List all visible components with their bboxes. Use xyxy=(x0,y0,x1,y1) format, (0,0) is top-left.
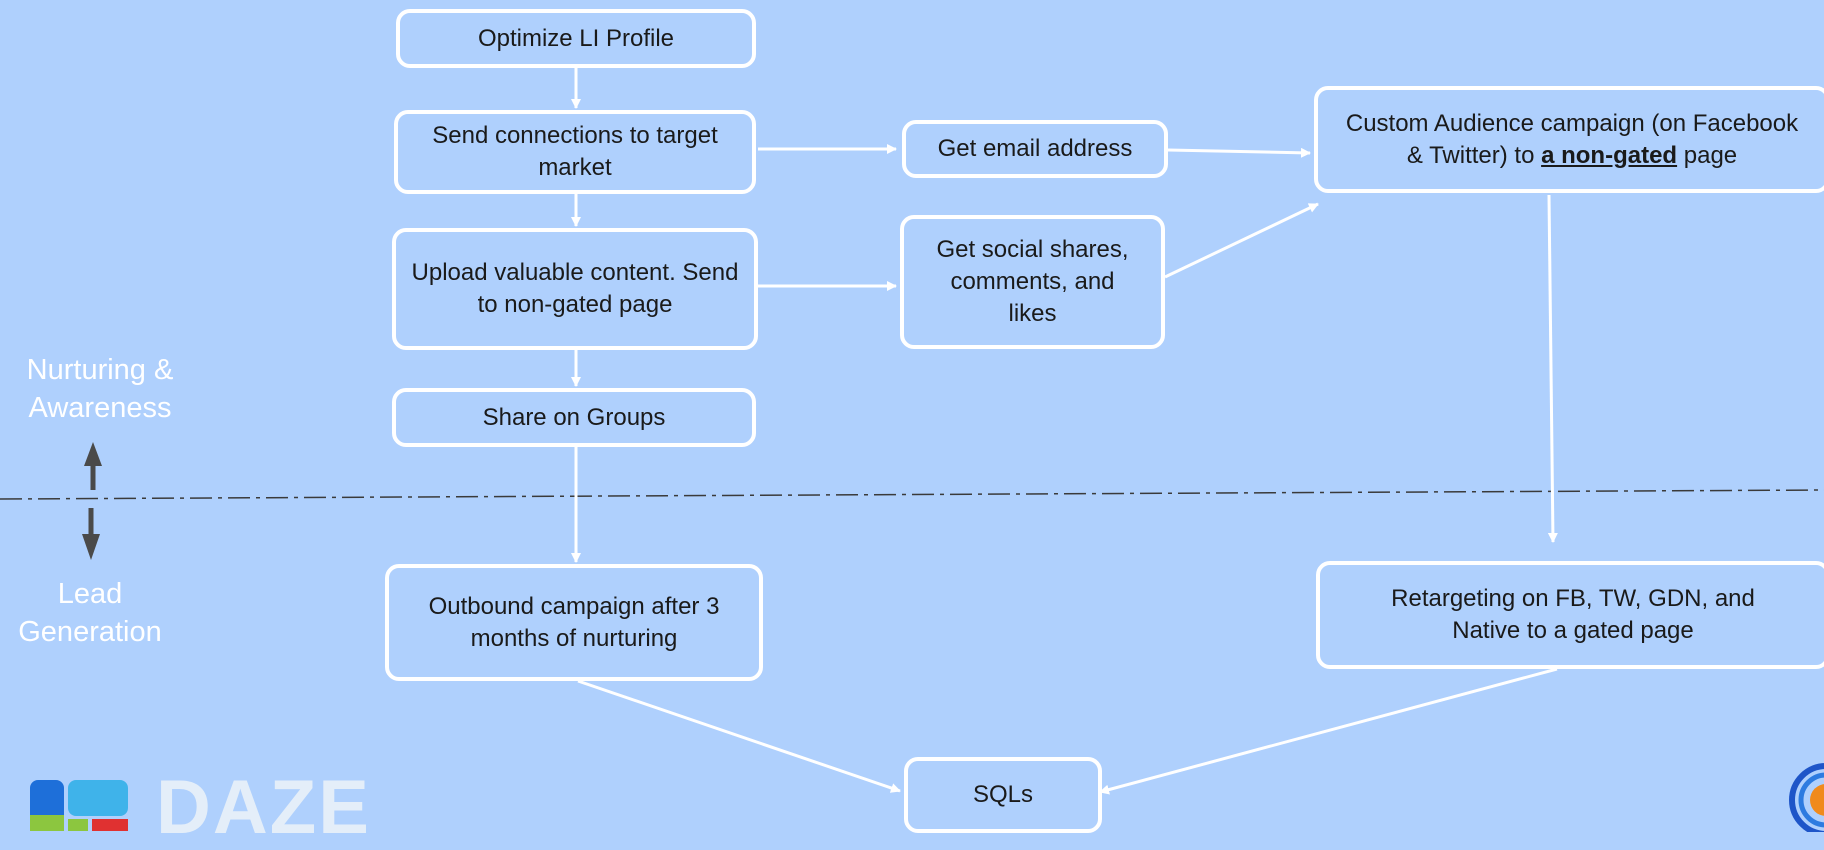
daze-logo-mark xyxy=(30,780,128,831)
nurturing-awareness-label: Nurturing & Awareness xyxy=(26,354,174,424)
outbound-campaign-label: Outbound campaign after 3 months of nurt… xyxy=(428,592,720,652)
retargeting-label: Retargeting on FB, TW, GDN, and Native t… xyxy=(1391,585,1755,644)
social-engagement-label: Get social shares, comments, and likes xyxy=(936,236,1129,327)
daze-logo-text: DAZE xyxy=(156,765,371,850)
send-connections-label: Send connections to target market xyxy=(432,122,718,181)
outbound-campaign-box: Outbound campaign after 3 months of nurt… xyxy=(385,564,763,681)
upload-content-box: Upload valuable content. Send to non-gat… xyxy=(392,228,758,350)
corner-logo-icon xyxy=(1789,763,1824,832)
get-email-label: Get email address xyxy=(937,135,1133,163)
optimize-profile-label: Optimize LI Profile xyxy=(477,24,675,52)
custom-audience-box: Custom Audience campaign (on Facebook & … xyxy=(1314,86,1824,193)
flow-connectors xyxy=(0,68,1824,795)
sqls-box: SQLs xyxy=(904,757,1102,833)
share-groups-label: Share on Groups xyxy=(482,403,666,431)
section-arrows xyxy=(82,442,102,560)
lead-generation-label: Lead Generation xyxy=(18,578,162,648)
upload-content-label: Upload valuable content. Send to non-gat… xyxy=(411,259,739,318)
retargeting-box: Retargeting on FB, TW, GDN, and Native t… xyxy=(1316,561,1824,669)
custom-audience-label: Custom Audience campaign (on Facebook & … xyxy=(1345,109,1799,169)
flow-arrows xyxy=(571,68,1558,795)
get-email-box: Get email address xyxy=(902,120,1168,178)
send-connections-box: Send connections to target market xyxy=(394,110,756,194)
non-gated-emphasis: a non-gated xyxy=(1541,141,1678,169)
section-divider xyxy=(0,489,1824,500)
sqls-label: SQLs xyxy=(972,781,1034,809)
share-groups-box: Share on Groups xyxy=(392,388,756,447)
social-engagement-box: Get social shares, comments, and likes xyxy=(900,215,1165,349)
optimize-profile-box: Optimize LI Profile xyxy=(396,9,756,68)
